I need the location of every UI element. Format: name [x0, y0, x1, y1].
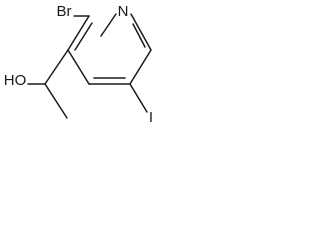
hydroxyl-group-label: HO: [4, 72, 27, 89]
bond-n1-c6-inner: [132, 23, 146, 48]
atom-labels: N Br I HO: [4, 3, 153, 126]
bond-ch-methyl: [44, 83, 68, 119]
nitrogen-atom-label: N: [118, 3, 129, 20]
pyridine-ring: [67, 13, 152, 85]
bond-c3-c2-inner: [74, 22, 93, 51]
bond-c6-c5: [129, 49, 152, 85]
bromine-atom-label: Br: [57, 3, 72, 20]
iodine-atom-label: I: [149, 109, 153, 126]
bond-c4-c3: [67, 49, 90, 85]
bond-c5-i: [129, 83, 148, 113]
bond-n1-c6: [130, 13, 152, 51]
chemical-structure: N Br I HO: [4, 3, 153, 126]
substituents: [27, 15, 148, 119]
bond-c3-ch: [44, 49, 69, 85]
bond-c2-n1: [100, 13, 117, 37]
bond-c3-c2: [67, 15, 90, 51]
